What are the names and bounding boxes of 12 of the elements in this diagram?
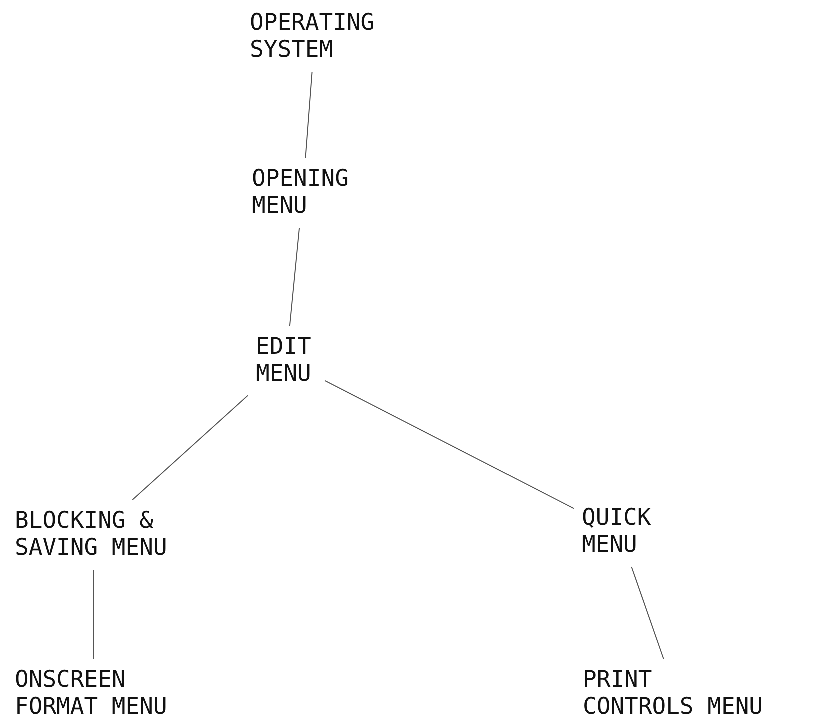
menu-label: BLOCKING & SAVING MENU [15,508,168,562]
menu-label: OPERATING SYSTEM [250,10,376,64]
menu-label: OPENING MENU [252,166,350,220]
menu-label: EDIT MENU [256,334,312,388]
menu-label: QUICK MENU [582,505,652,560]
connector-line [305,72,313,158]
menu-label: PRINT CONTROLS MENU [583,667,764,722]
menu-label: ONSCREEN FORMAT MENU [15,667,168,722]
connector-line [324,380,574,510]
connector-line [132,395,248,500]
connector-line [631,566,664,660]
connector-line [289,228,300,326]
